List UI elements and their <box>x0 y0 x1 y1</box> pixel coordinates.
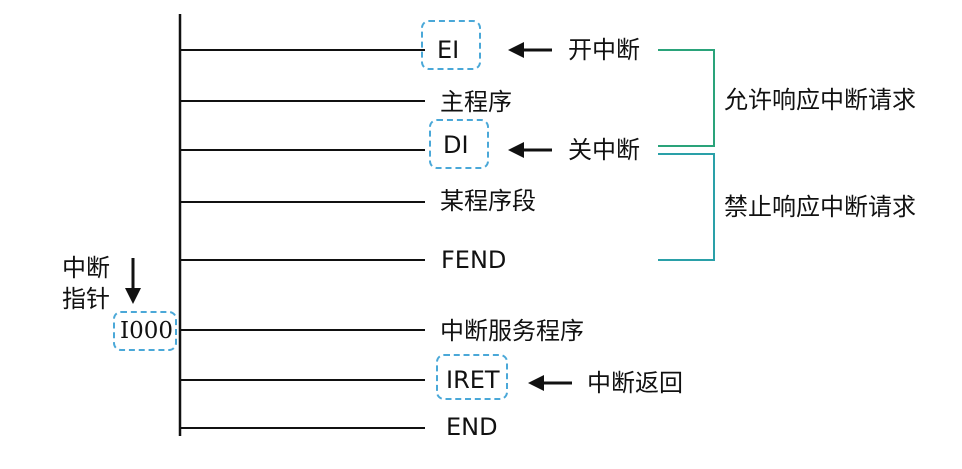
pointer-label-line2: 指针 <box>62 285 110 313</box>
arrow-close-interrupt <box>508 142 552 158</box>
annotation-interrupt-return: 中断返回 <box>587 369 683 397</box>
annotation-close-interrupt: 关中断 <box>568 136 640 164</box>
instruction-ei: EI <box>437 36 460 64</box>
pointer-id: I000 <box>120 318 173 344</box>
annotation-open-interrupt: 开中断 <box>568 36 640 64</box>
arrow-open-interrupt <box>508 42 552 58</box>
arrow-pointer-down <box>125 258 141 304</box>
instruction-di: DI <box>443 131 469 159</box>
ei-dashed-box <box>421 20 481 70</box>
instruction-segment: 某程序段 <box>440 187 536 215</box>
bracket-forbid <box>658 153 715 261</box>
iret-dashed-box <box>436 354 508 400</box>
annotation-allow-request: 允许响应中断请求 <box>724 86 916 114</box>
pointer-dashed-box <box>113 311 177 351</box>
annotation-forbid-request: 禁止响应中断请求 <box>724 193 916 221</box>
bracket-allow <box>658 49 715 147</box>
pointer-label-line1: 中断 <box>62 254 110 282</box>
instruction-main: 主程序 <box>440 88 512 116</box>
di-dashed-box <box>429 119 489 169</box>
instruction-end: END <box>446 413 498 441</box>
instruction-iret: IRET <box>446 366 500 394</box>
instruction-fend: FEND <box>441 246 507 274</box>
instruction-isr: 中断服务程序 <box>440 317 584 345</box>
arrow-interrupt-return <box>528 375 572 391</box>
